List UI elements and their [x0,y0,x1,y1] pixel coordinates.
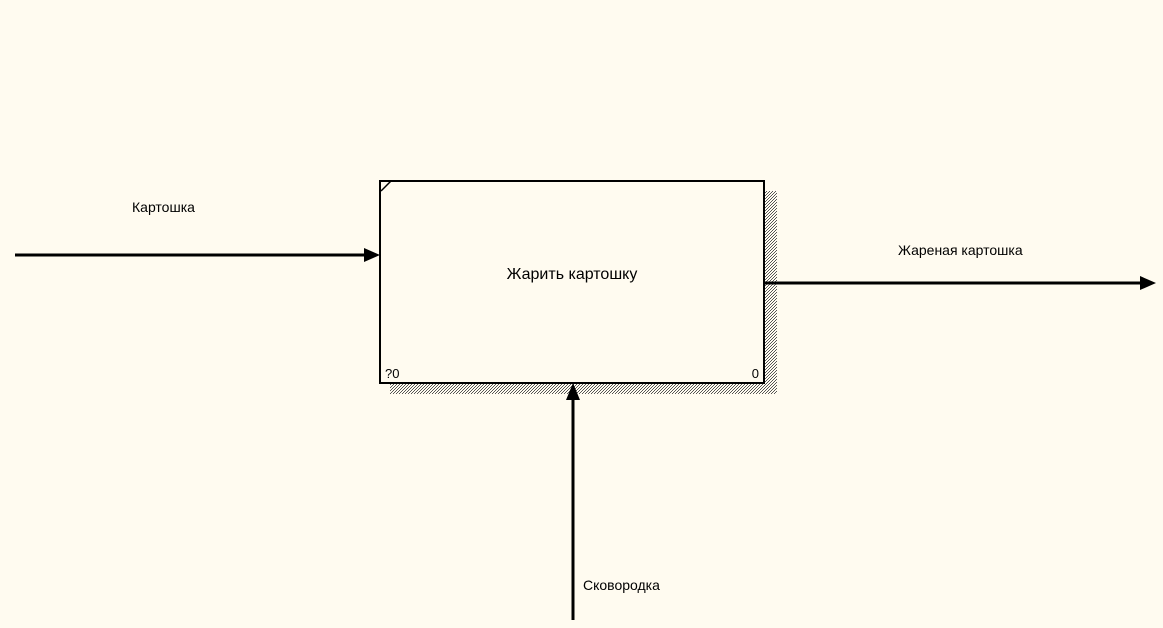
output-arrow-head [1140,276,1156,290]
input-arrow-label[interactable]: Картошка [132,199,195,215]
activity-box-node-number: ?0 [385,366,399,381]
activity-box-title[interactable]: Жарить картошку [507,266,638,283]
activity-box-corner-mark [380,180,392,192]
input-arrow-head [364,248,380,262]
output-arrow[interactable] [764,276,1156,290]
mechanism-arrow-head [566,383,580,400]
output-arrow-label[interactable]: Жареная картошка [898,242,1023,258]
mechanism-arrow[interactable] [566,383,580,620]
activity-box[interactable]: Жарить картошку ?0 0 [379,180,765,384]
activity-box-shadow [390,191,777,394]
input-arrow[interactable] [15,248,380,262]
mechanism-arrow-label[interactable]: Сковородка [583,577,660,593]
activity-box-frame[interactable] [379,180,765,384]
activity-box-cost: 0 [752,366,759,381]
